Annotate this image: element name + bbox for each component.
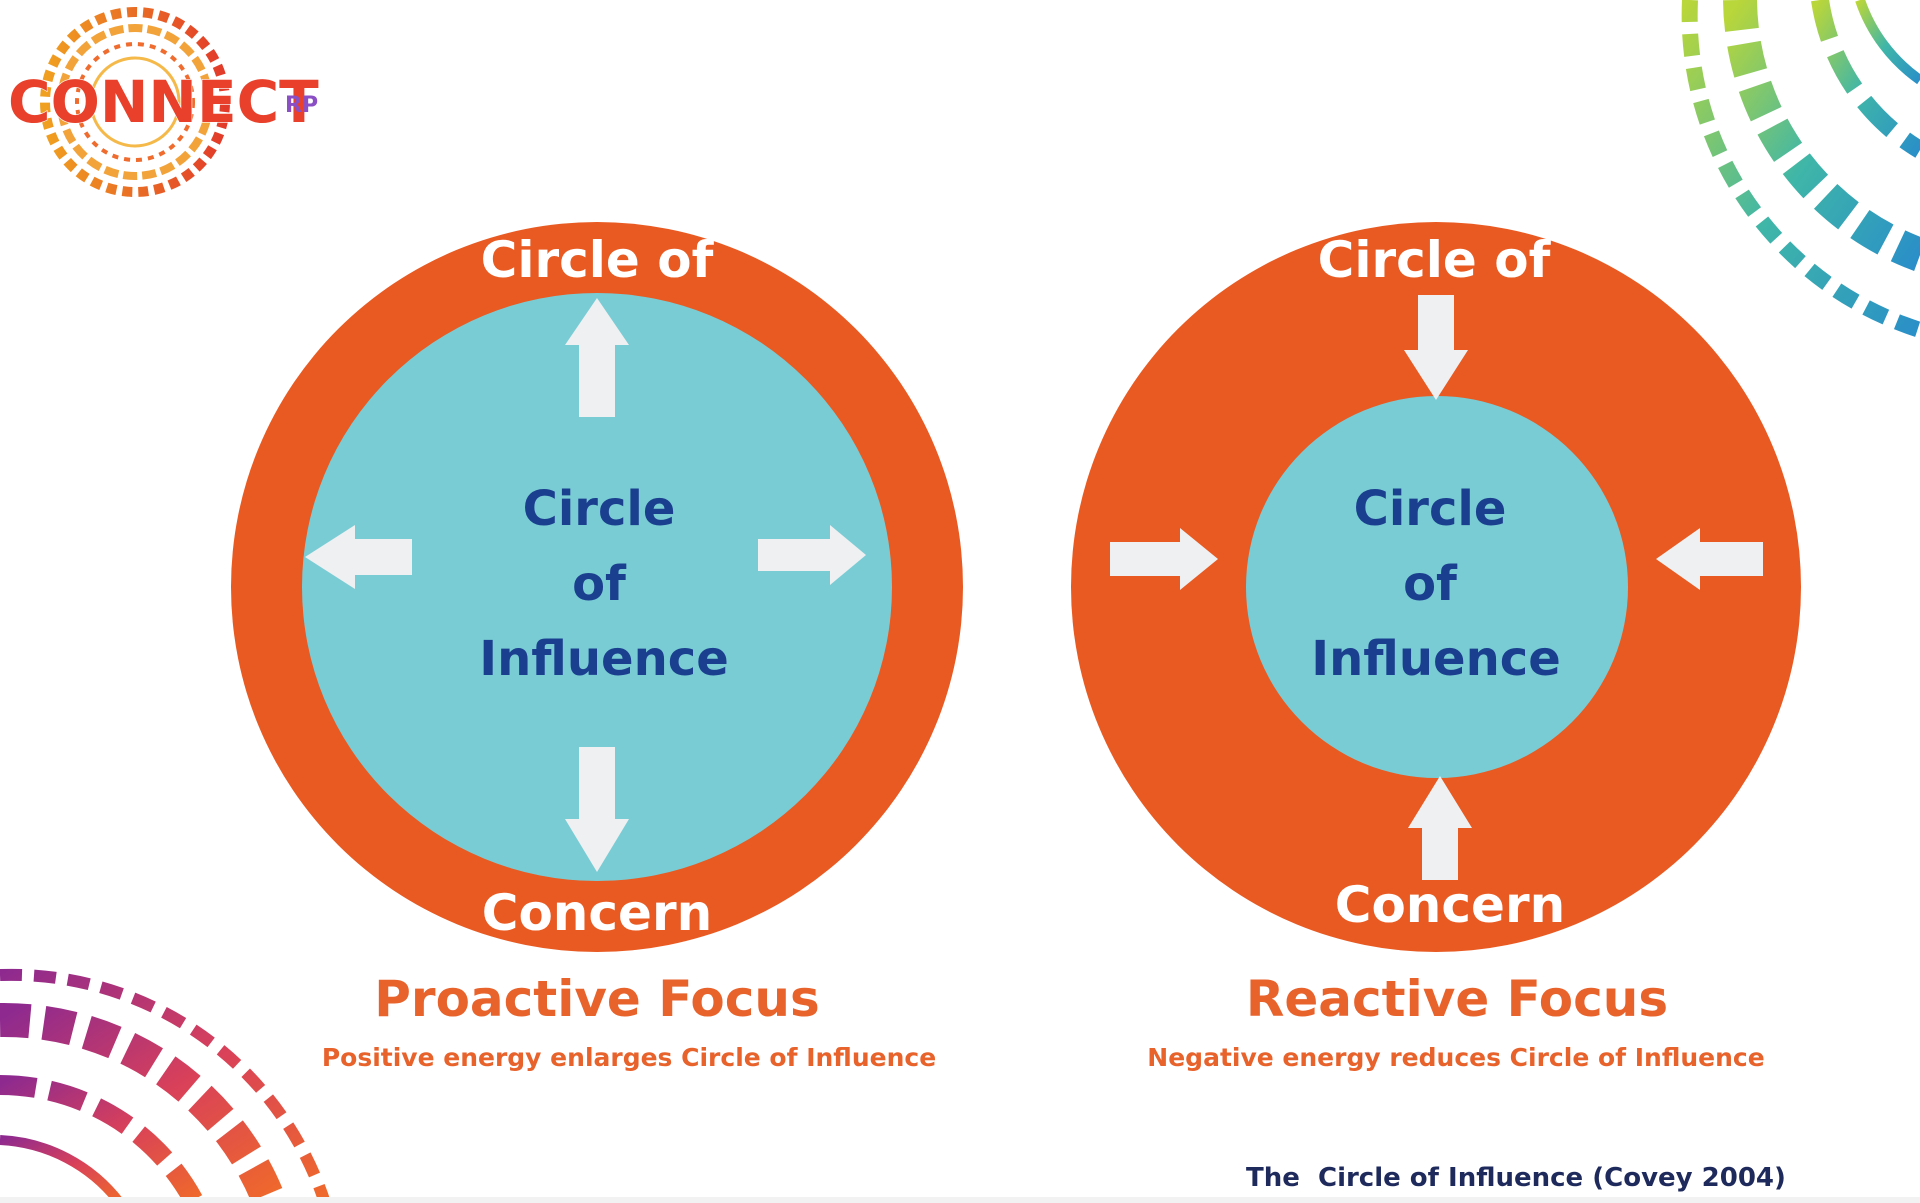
tribal-pattern-decoration-bottom-left bbox=[0, 968, 331, 1203]
arrow-right-icon bbox=[1110, 528, 1218, 590]
inner-label-line1-right: Circle bbox=[1354, 481, 1507, 537]
circle-of-influence-right bbox=[1246, 396, 1628, 778]
proactive-diagram: Circle of Concern Circle of Influence Pr… bbox=[231, 222, 963, 1072]
bottom-strip bbox=[0, 1197, 1920, 1203]
connect-rp-logo: CONNECT RP bbox=[7, 7, 320, 197]
arrow-left-icon bbox=[1656, 528, 1763, 590]
outward-arrows bbox=[305, 298, 866, 872]
arrow-down-icon bbox=[565, 747, 629, 872]
arrow-left-icon bbox=[305, 525, 412, 589]
inward-arrows bbox=[1110, 295, 1763, 880]
logo-wordmark: CONNECT bbox=[8, 68, 319, 136]
inner-label-line3-right: Influence bbox=[1311, 631, 1561, 687]
outer-label-bottom-left: Concern bbox=[482, 884, 712, 942]
inner-label-line1-left: Circle bbox=[523, 481, 676, 537]
reactive-diagram: Circle of Concern Circle of Influence Re… bbox=[1071, 222, 1801, 1072]
citation: The Circle of Influence (Covey 2004) bbox=[1246, 1163, 1786, 1193]
proactive-caption: Positive energy enlarges Circle of Influ… bbox=[322, 1043, 936, 1072]
inner-label-line2-right: of bbox=[1403, 556, 1458, 612]
logo-mandala-icon bbox=[40, 7, 230, 197]
reactive-caption: Negative energy reduces Circle of Influe… bbox=[1147, 1043, 1764, 1072]
reactive-heading: Reactive Focus bbox=[1246, 970, 1668, 1028]
outer-label-bottom-right: Concern bbox=[1335, 876, 1565, 934]
arrow-down-icon bbox=[1404, 295, 1468, 400]
outer-label-top-right: Circle of bbox=[1318, 231, 1552, 289]
arrow-up-icon bbox=[1408, 776, 1472, 880]
tribal-pattern-decoration-top-right bbox=[1681, 0, 1920, 338]
logo-suffix: RP bbox=[285, 93, 318, 118]
arrow-up-icon bbox=[565, 298, 629, 417]
outer-label-top-left: Circle of bbox=[481, 231, 715, 289]
proactive-heading: Proactive Focus bbox=[374, 970, 819, 1028]
inner-label-line2-left: of bbox=[572, 556, 627, 612]
inner-label-line3-left: Influence bbox=[479, 631, 729, 687]
arrow-right-icon bbox=[758, 525, 866, 585]
circle-of-influence-left bbox=[302, 293, 892, 881]
